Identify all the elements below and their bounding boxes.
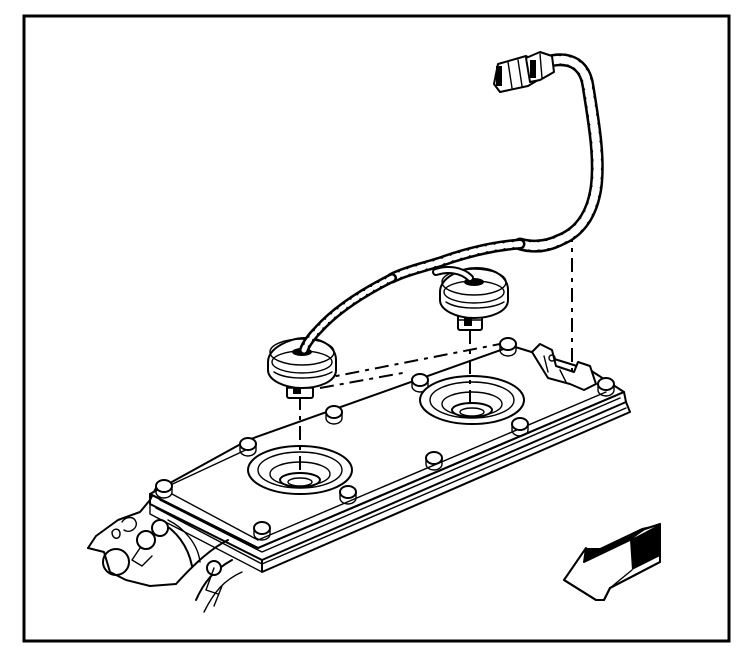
grommet-front <box>267 337 337 389</box>
bolt <box>155 479 173 499</box>
bolt <box>325 405 343 425</box>
grommet-rear <box>439 267 509 319</box>
spark-plug-well-rear <box>419 375 525 425</box>
front-direction-arrow-icon <box>563 523 661 601</box>
bolt <box>511 417 529 437</box>
installation-guide-lines <box>299 228 573 476</box>
harness-connector <box>493 51 555 93</box>
bolt <box>339 485 357 505</box>
wiring-harness <box>299 53 604 355</box>
bolt <box>597 377 615 397</box>
bolt <box>425 451 443 471</box>
harness-bracket <box>531 343 597 391</box>
bolt <box>239 437 257 457</box>
valve-cover-bolts <box>155 337 615 541</box>
bolt <box>253 521 271 541</box>
